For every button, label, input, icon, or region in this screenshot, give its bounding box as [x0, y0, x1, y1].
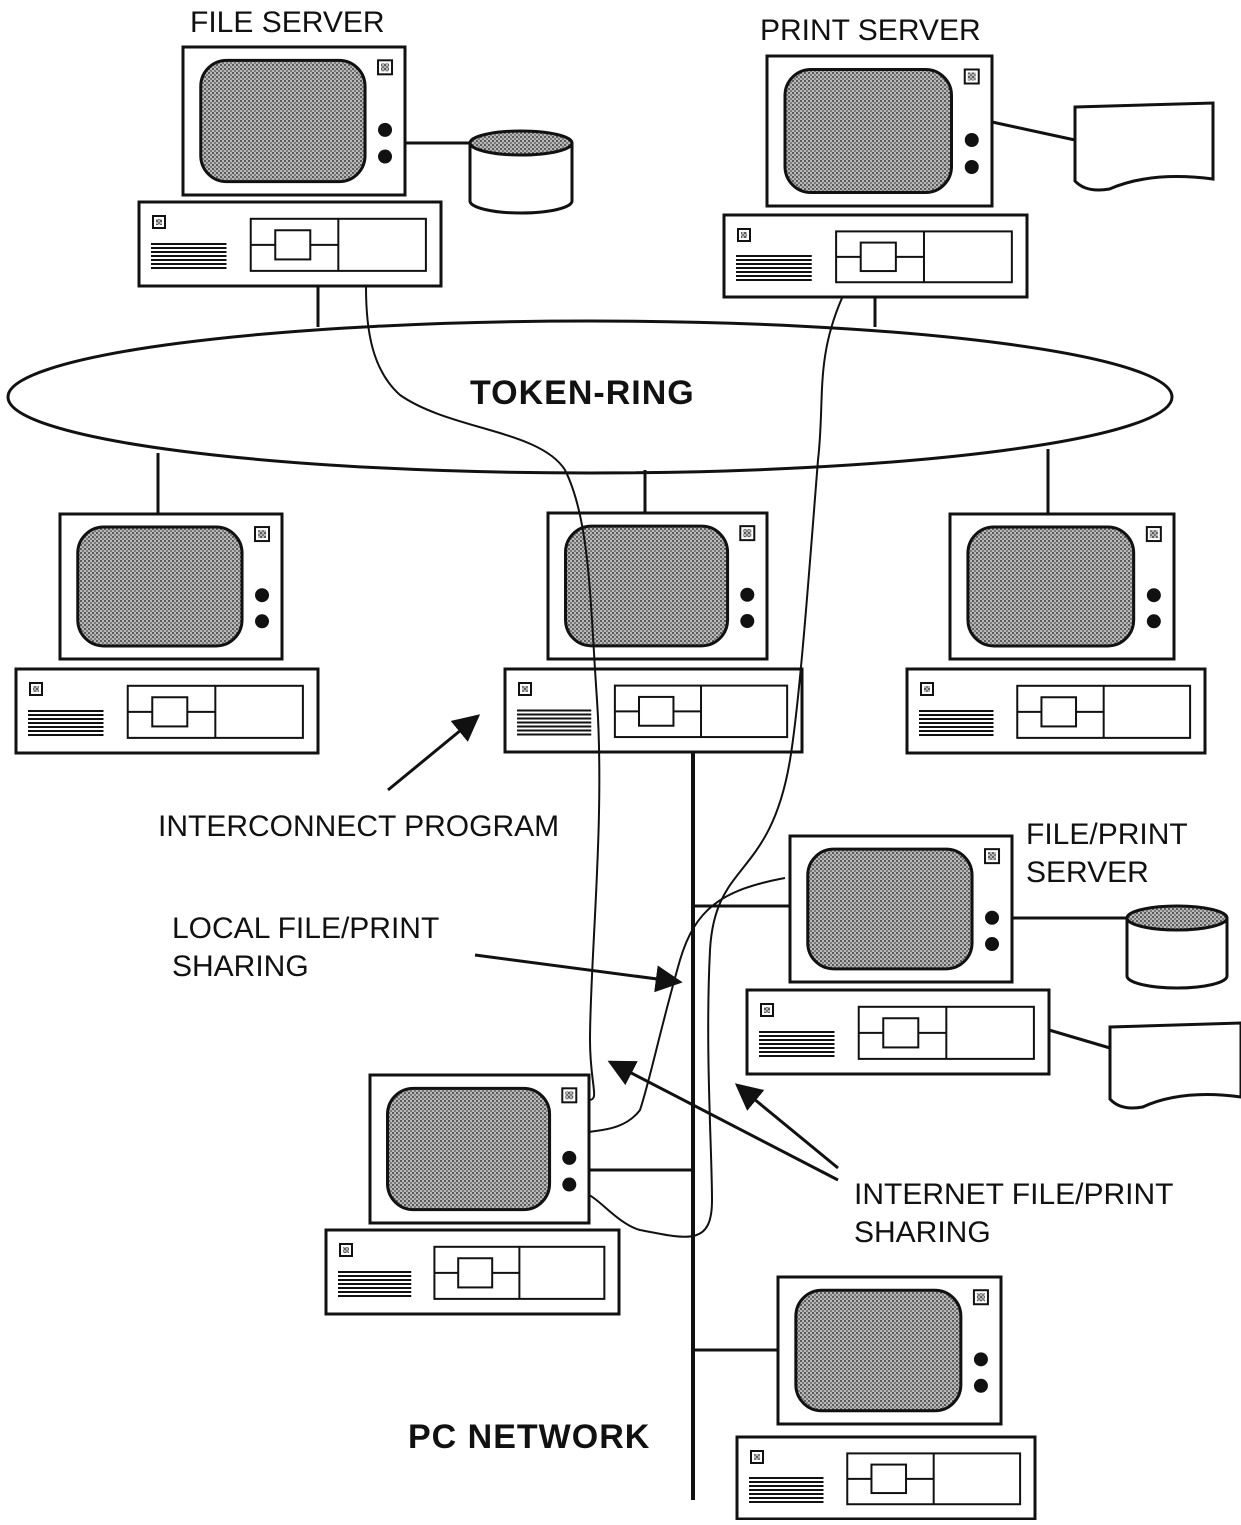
knob-bottom-print-server: [964, 160, 979, 174]
label-pc-network: PC NETWORK: [408, 1418, 650, 1456]
knob-bottom-bottom-pc: [973, 1378, 988, 1393]
power-indicator-fill-ring-left: [258, 530, 267, 539]
label-local-sharing-line2: SHARING: [172, 950, 309, 983]
power-indicator-fill-local-pc: [565, 1091, 574, 1100]
drive-door-ring-right: [1040, 696, 1078, 728]
power-indicator-fill-ring-right: [1149, 530, 1158, 539]
label-file-print-server-line2: SERVER: [1026, 856, 1149, 889]
arrow-internet-sharing-right: [734, 1083, 839, 1170]
sharing-paths: [365, 286, 843, 1238]
token-ring-ellipse: [6, 319, 1174, 475]
knob-bottom-file-server: [378, 149, 393, 164]
drive-door-bottom-pc: [870, 1463, 908, 1495]
screen-print-server: [783, 68, 953, 194]
printer-body-fileprint-server: [1108, 1021, 1241, 1110]
label-file-print-server-line1: FILE/PRINT: [1026, 818, 1188, 851]
arrow-internet-sharing-left: [607, 1060, 839, 1182]
computer-ring-left: [14, 512, 320, 755]
label-token-ring: TOKEN-RING: [470, 374, 695, 412]
arrow-interconnect-program: [387, 714, 481, 792]
disk-fileprint-server: [1125, 904, 1229, 990]
screen-bottom-pc: [794, 1288, 963, 1413]
printer-fileprint-server: [1108, 1021, 1241, 1110]
computer-bottom-pc: [735, 1275, 1037, 1521]
disk-body-fileprint-server: [1125, 918, 1229, 990]
disk-top-file-server: [468, 129, 574, 157]
disk-body-file-server: [468, 143, 574, 215]
knob-top-ring-left: [255, 588, 270, 603]
disk-file-server: [468, 129, 574, 215]
screen-local-pc: [386, 1086, 552, 1212]
path-fileserver-to-local: [365, 286, 601, 1101]
unit-indicator-fill-fileprint-server: [764, 1007, 770, 1013]
arrow-local-sharing: [474, 953, 683, 993]
unit-indicator-fill-file-server: [156, 219, 162, 225]
unit-indicator-fill-ring-right: [924, 686, 930, 692]
knob-top-ring-center: [740, 587, 755, 602]
drive-door-file-server: [274, 229, 312, 261]
knob-bottom-ring-left: [255, 614, 270, 629]
cable-fileprint-printer: [1048, 1028, 1111, 1050]
screen-ring-right: [966, 525, 1136, 648]
power-indicator-fill-ring-center: [743, 529, 752, 538]
computer-fileprint-server: [745, 834, 1051, 1076]
path-printserver-to-local: [588, 297, 843, 1238]
knob-top-ring-right: [1146, 588, 1161, 603]
path-fileprint-to-local: [588, 877, 786, 1133]
screen-fileprint-server: [806, 847, 974, 971]
computer-local-pc: [324, 1073, 621, 1316]
knob-bottom-ring-right: [1146, 614, 1161, 629]
cable-print-server-printer: [991, 120, 1076, 142]
drive-door-fileprint-server: [882, 1017, 920, 1049]
computer-ring-right: [905, 512, 1207, 755]
screen-ring-left: [76, 525, 244, 648]
computer-file-server: [137, 45, 443, 288]
screen-file-server: [199, 58, 367, 184]
knob-top-bottom-pc: [973, 1352, 988, 1367]
drive-door-ring-center: [638, 695, 675, 727]
drive-door-local-pc: [457, 1257, 494, 1289]
disk-top-fileprint-server: [1125, 904, 1229, 932]
power-indicator-fill-fileprint-server: [988, 852, 997, 861]
knob-top-file-server: [378, 122, 393, 137]
power-indicator-fill-file-server: [381, 63, 390, 72]
drive-door-print-server: [859, 241, 897, 273]
knob-bottom-ring-center: [740, 614, 755, 629]
knob-top-fileprint-server: [985, 910, 1000, 925]
knob-bottom-local-pc: [562, 1177, 577, 1192]
power-indicator-fill-print-server: [967, 72, 976, 81]
label-local-sharing-line1: LOCAL FILE/PRINT: [172, 912, 439, 945]
screen-ring-center: [564, 524, 730, 648]
label-internet-sharing-line2: SHARING: [854, 1216, 991, 1249]
power-indicator-fill-bottom-pc: [976, 1293, 985, 1302]
network-wires: [156, 120, 1127, 1500]
unit-indicator-fill-print-server: [741, 232, 747, 238]
unit-indicator-fill-local-pc: [343, 1247, 349, 1253]
printer-print-server: [1073, 101, 1215, 192]
computers-layer: [14, 45, 1241, 1521]
label-internet-sharing-line1: INTERNET FILE/PRINT: [854, 1178, 1173, 1211]
unit-indicator-fill-ring-center: [522, 686, 528, 692]
knob-top-print-server: [964, 133, 979, 147]
printer-body-print-server: [1073, 101, 1215, 192]
computer-print-server: [722, 54, 1029, 299]
knob-bottom-fileprint-server: [985, 937, 1000, 952]
label-print-server: PRINT SERVER: [760, 14, 981, 47]
label-file-server: FILE SERVER: [190, 6, 385, 39]
unit-indicator-fill-ring-left: [33, 686, 39, 692]
label-interconnect-program: INTERCONNECT PROGRAM: [158, 810, 559, 843]
knob-top-local-pc: [562, 1150, 577, 1165]
unit-indicator-fill-bottom-pc: [754, 1454, 760, 1460]
computer-ring-center: [503, 511, 804, 754]
drive-door-ring-left: [151, 696, 189, 728]
